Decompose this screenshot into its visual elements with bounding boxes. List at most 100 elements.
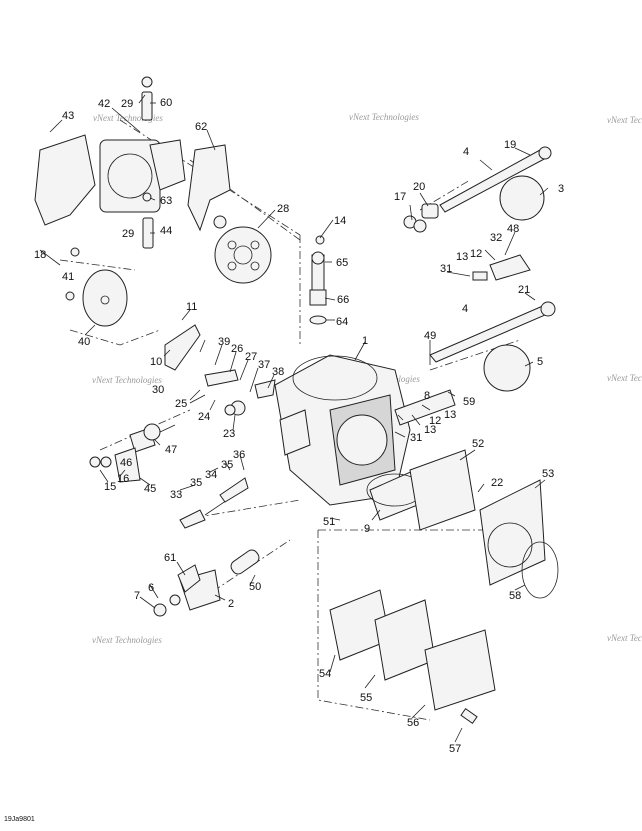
callout-label: 52	[472, 438, 484, 450]
watermark-3: vNext Technologies	[607, 115, 642, 125]
callout-label: 20	[413, 181, 425, 193]
callout-label: 56	[407, 717, 419, 729]
callout-label: 23	[223, 428, 235, 440]
callout-label: 12	[429, 415, 441, 427]
callout-label: 36	[233, 449, 245, 461]
callout-label: 6	[148, 582, 154, 594]
callout-label: 58	[509, 590, 521, 602]
callout-label: 55	[360, 692, 372, 704]
callout-label: 18	[34, 249, 46, 261]
callout-label: 7	[134, 590, 140, 602]
cover-56	[424, 629, 496, 711]
lever-16	[114, 447, 141, 483]
callout-label: 49	[424, 330, 436, 342]
callout-label: 13	[456, 251, 468, 263]
callout-label: 1	[362, 335, 368, 347]
callout-label: 10	[150, 356, 162, 368]
callout-label: 65	[336, 257, 348, 269]
callout-label: 5	[537, 356, 543, 368]
callout-label: 53	[542, 468, 554, 480]
callout-label: 31	[410, 432, 422, 444]
shafts	[403, 146, 556, 363]
callout-label: 26	[231, 343, 243, 355]
callout-label: 64	[336, 316, 348, 328]
callout-label: 34	[205, 469, 217, 481]
reference-code: 19Ja9801	[4, 816, 35, 823]
callout-label: 13	[424, 424, 436, 436]
pulley-28	[214, 226, 272, 284]
callout-label: 12	[470, 248, 482, 260]
callout-label: 31	[440, 263, 452, 275]
callout-label: 54	[319, 668, 331, 680]
cable-33	[179, 509, 206, 529]
callout-label: 17	[394, 191, 406, 203]
watermark-4: vNext Technologies	[92, 375, 162, 385]
callout-label: 50	[249, 581, 261, 593]
callout-label: 42	[98, 98, 110, 110]
callout-label: 60	[160, 97, 172, 109]
watermark-9: vNext Technologies	[607, 633, 642, 643]
callout-label: 14	[334, 215, 346, 227]
plate-3	[499, 175, 545, 221]
callout-label: 33	[170, 489, 182, 501]
callout-labels: 1 2 3 4 4 5 6 7 8 9 10 11 12 12 13 13 13…	[34, 97, 564, 755]
callout-label: 29	[121, 98, 133, 110]
leader-lines	[39, 94, 549, 743]
watermark-1: vNext Technologies	[93, 113, 163, 123]
plate-40	[82, 269, 128, 327]
watermark-2: vNext Technologies	[349, 112, 419, 122]
watermark-6: vNext Technologies	[607, 373, 642, 383]
plate-5	[483, 344, 531, 392]
callout-label: 51	[323, 516, 335, 528]
callout-label: 45	[144, 483, 156, 495]
callout-label: 59	[463, 396, 475, 408]
callout-label: 2	[228, 598, 234, 610]
callout-label: 41	[62, 271, 74, 283]
callout-label: 66	[337, 294, 349, 306]
flange-assembly	[34, 76, 231, 249]
callout-label: 35	[221, 459, 233, 471]
callout-label: 39	[218, 336, 230, 348]
callout-label: 13	[444, 409, 456, 421]
callout-label: 63	[160, 195, 172, 207]
pulleys	[65, 175, 545, 392]
callout-label: 16	[117, 473, 129, 485]
callout-label: 57	[449, 743, 461, 755]
callout-label: 48	[507, 223, 519, 235]
callout-label: 29	[122, 228, 134, 240]
plate-52	[409, 449, 476, 531]
callout-label: 30	[152, 384, 164, 396]
callout-label: 4	[463, 146, 469, 158]
oring-58	[521, 541, 559, 599]
callout-label: 44	[160, 225, 172, 237]
screw-stack	[309, 235, 327, 325]
watermark-7: vNext Technologies	[92, 635, 162, 645]
cover-53	[479, 479, 546, 586]
callout-label: 37	[258, 359, 270, 371]
lever-61	[177, 564, 201, 593]
callout-label: 61	[164, 552, 176, 564]
callout-label: 46	[120, 457, 132, 469]
callout-label: 40	[78, 336, 90, 348]
callout-label: 62	[195, 121, 207, 133]
callout-label: 47	[165, 444, 177, 456]
callout-label: 8	[424, 390, 430, 402]
callout-label: 28	[277, 203, 289, 215]
callout-label: 19	[504, 139, 516, 151]
callout-label: 35	[190, 477, 202, 489]
callout-label: 24	[198, 411, 210, 423]
callout-label: 22	[491, 477, 503, 489]
linkages	[89, 324, 276, 617]
throttle-body	[274, 354, 456, 506]
lever-10	[164, 324, 201, 371]
callout-label: 27	[245, 351, 257, 363]
callout-label: 15	[104, 481, 116, 493]
callout-label: 32	[490, 232, 502, 244]
gaskets	[329, 449, 559, 724]
callout-label: 3	[558, 183, 564, 195]
callout-label: 25	[175, 398, 187, 410]
callout-label: 38	[272, 366, 284, 378]
callout-label: 43	[62, 110, 74, 122]
callout-label: 4	[462, 303, 468, 315]
